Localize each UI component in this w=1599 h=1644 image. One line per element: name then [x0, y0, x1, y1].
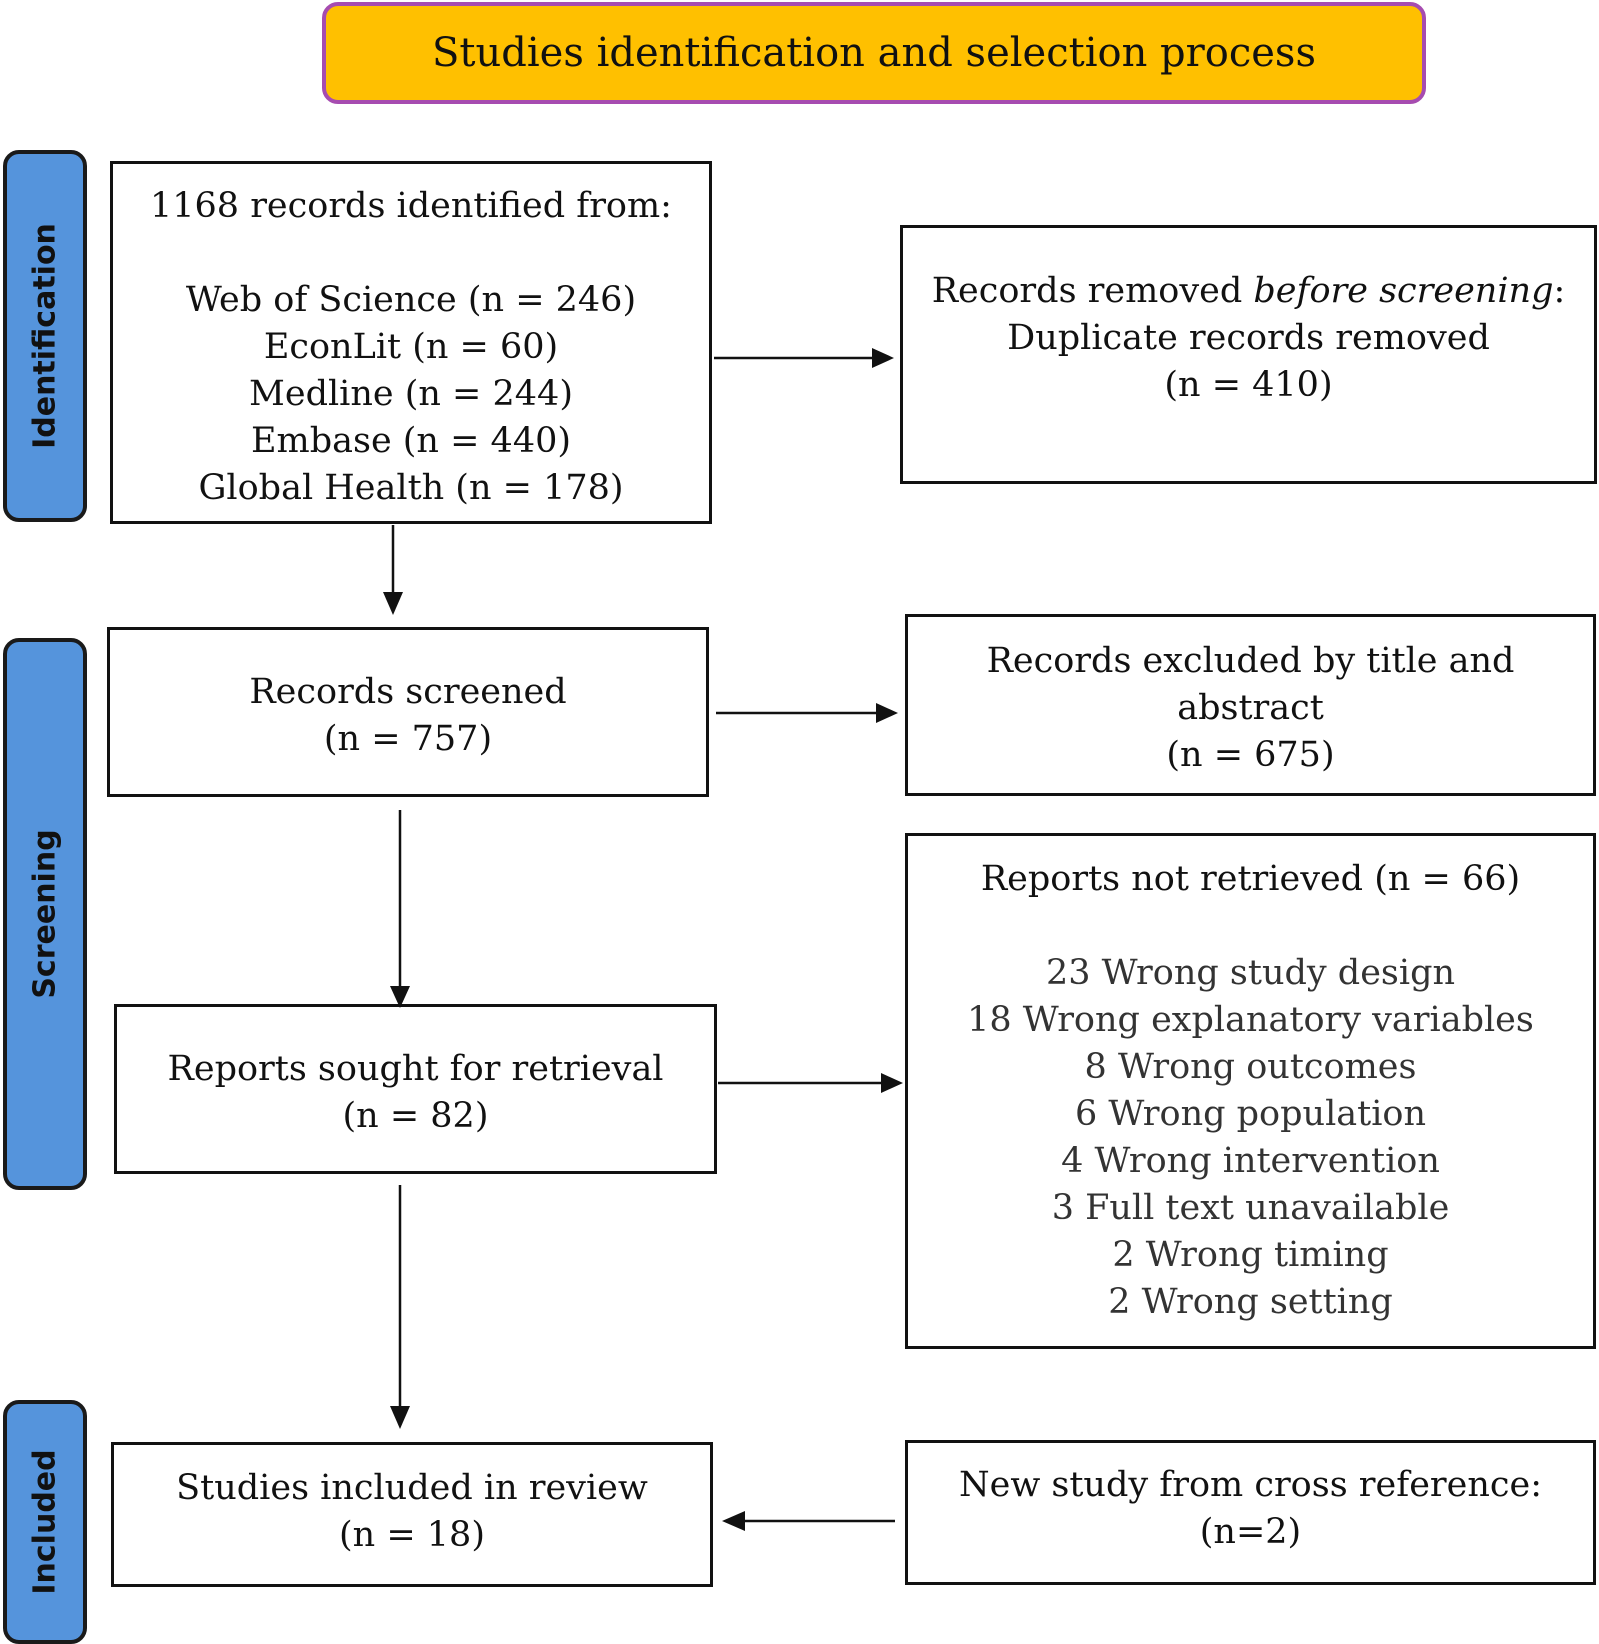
cross-reference-count: (n=2): [1199, 1512, 1302, 1552]
phase-identification: Identification: [3, 150, 87, 522]
source-global-health: Global Health (n = 178): [198, 468, 624, 508]
reason-population: 6 Wrong population: [1074, 1094, 1427, 1134]
records-excluded-count: (n = 675): [1166, 735, 1335, 775]
arrowhead-sought: [390, 986, 410, 1008]
records-identified-box: 1168 records identified from: Web of Sci…: [110, 161, 712, 524]
duplicate-records-label: Duplicate records removed: [1007, 318, 1490, 358]
reports-not-retrieved-heading: Reports not retrieved (n = 66): [980, 859, 1521, 899]
records-removed-heading: Records removed before screening:: [931, 271, 1566, 311]
records-screened-label: Records screened: [249, 672, 567, 712]
source-econlit: EconLit (n = 60): [263, 327, 559, 367]
arrowhead-excluded: [876, 703, 898, 723]
records-removed-box: Records removed before screening: Duplic…: [900, 225, 1597, 484]
reason-outcomes: 8 Wrong outcomes: [1084, 1047, 1417, 1087]
records-excluded-box: Records excluded by title and abstract (…: [905, 614, 1596, 796]
records-identified-heading: 1168 records identified from:: [150, 186, 672, 226]
reason-full-text: 3 Full text unavailable: [1051, 1188, 1450, 1228]
arrowhead-not-retrieved: [881, 1073, 903, 1093]
phase-included: Included: [3, 1400, 87, 1644]
records-screened-count: (n = 757): [323, 719, 493, 759]
reason-timing: 2 Wrong timing: [1112, 1235, 1389, 1275]
studies-included-count: (n = 18): [339, 1515, 485, 1555]
records-excluded-line2: abstract: [1177, 688, 1324, 728]
reason-study-design: 23 Wrong study design: [1045, 953, 1456, 993]
diagram-title-text: Studies identification and selection pro…: [432, 30, 1316, 76]
arrowhead-removed: [872, 348, 894, 368]
reason-explanatory-variables: 18 Wrong explanatory variables: [967, 1000, 1534, 1040]
reason-intervention: 4 Wrong intervention: [1061, 1141, 1440, 1181]
arrowhead-screened: [383, 592, 403, 615]
reports-sought-count: (n = 82): [342, 1096, 489, 1136]
studies-included-box: Studies included in review (n = 18): [111, 1442, 713, 1587]
cross-reference-label: New study from cross reference:: [958, 1465, 1543, 1505]
reports-not-retrieved-box: Reports not retrieved (n = 66) 23 Wrong …: [905, 833, 1596, 1349]
arrowhead-included: [390, 1406, 410, 1429]
arrowhead-cross-ref: [722, 1511, 745, 1531]
reason-setting: 2 Wrong setting: [1108, 1282, 1393, 1322]
reports-sought-label: Reports sought for retrieval: [167, 1049, 664, 1089]
phase-screening: Screening: [3, 638, 87, 1190]
source-web-of-science: Web of Science (n = 246): [185, 280, 637, 320]
source-medline: Medline (n = 244): [249, 374, 573, 414]
records-removed-count: (n = 410): [1164, 365, 1333, 405]
studies-included-label: Studies included in review: [176, 1468, 648, 1508]
source-embase: Embase (n = 440): [250, 421, 572, 461]
cross-reference-box: New study from cross reference: (n=2): [905, 1440, 1596, 1585]
records-excluded-line1: Records excluded by title and: [986, 641, 1515, 681]
diagram-title: Studies identification and selection pro…: [322, 2, 1426, 104]
reports-sought-box: Reports sought for retrieval (n = 82): [114, 1004, 717, 1174]
records-removed-italic: before screening: [1253, 271, 1554, 311]
records-screened-box: Records screened (n = 757): [107, 627, 709, 797]
